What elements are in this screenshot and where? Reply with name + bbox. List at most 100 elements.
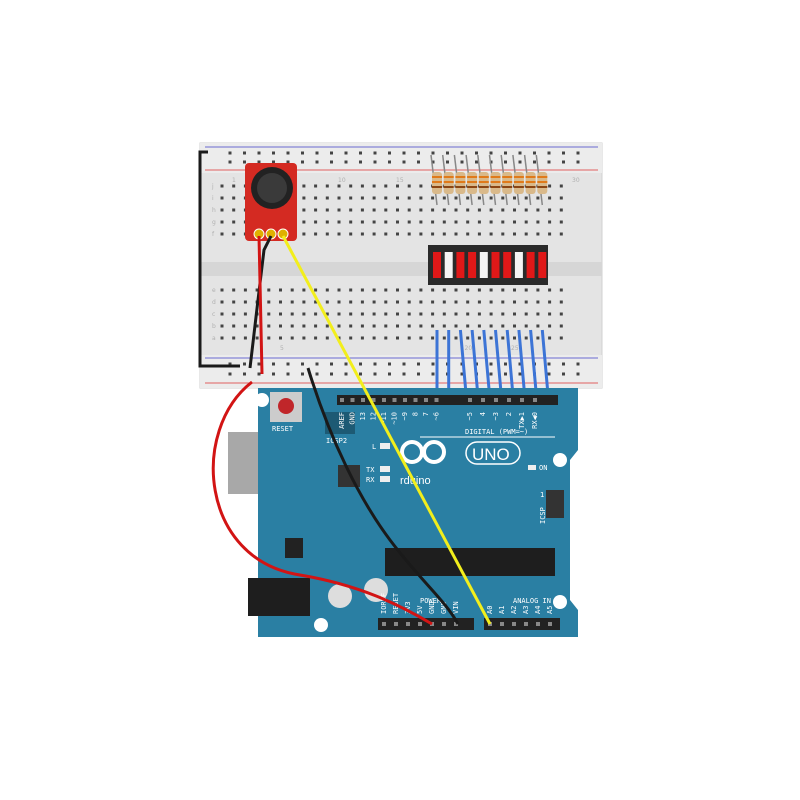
breadboard-hole: [384, 184, 388, 188]
breadboard-hole: [302, 324, 306, 328]
breadboard-hole: [536, 312, 540, 316]
rail-hole: [446, 151, 449, 155]
blue-wires[interactable]: [435, 329, 550, 399]
black-wire-gnd[interactable]: [306, 367, 460, 625]
breadboard-hole: [232, 184, 236, 188]
breadboard-hole: [337, 196, 341, 200]
wires[interactable]: [198, 150, 492, 626]
breadboard-hole: [419, 336, 423, 340]
breadboard-hole: [501, 220, 505, 224]
power-pin-label: IOREF: [380, 593, 388, 614]
resistor-band: [443, 181, 454, 183]
rail-hole: [562, 151, 565, 155]
breadboard-hole: [442, 336, 446, 340]
blue-wire[interactable]: [470, 329, 480, 399]
rail-hole: [489, 151, 493, 155]
breadboard-hole: [290, 300, 294, 304]
breadboard-hole: [372, 300, 376, 304]
breadboard-hole: [431, 208, 435, 212]
breadboard-hole: [524, 220, 528, 224]
rail-hole: [228, 160, 232, 164]
breadboard-hole: [454, 300, 458, 304]
breadboard-hole: [559, 324, 563, 328]
reset-label: RESET: [272, 425, 294, 433]
breadboard-hole: [477, 196, 481, 200]
breadboard-hole: [559, 220, 563, 224]
rail-hole: [286, 372, 290, 376]
breadboard-hole: [548, 312, 552, 316]
digital-pin-label: 8: [412, 412, 420, 416]
breadboard-hole: [349, 312, 353, 316]
power-pin-label: GND: [428, 601, 436, 614]
blue-wire[interactable]: [482, 329, 492, 399]
breadboard-hole: [290, 288, 294, 292]
breadboard-hole: [372, 312, 376, 316]
header-pin: [512, 622, 516, 626]
rail-hole: [286, 151, 290, 155]
microphone-module[interactable]: [245, 163, 297, 241]
resistor-band: [432, 181, 442, 183]
blue-wire[interactable]: [517, 329, 527, 399]
yellow-wire-a0[interactable]: [281, 235, 492, 625]
breadboard-hole: [466, 336, 470, 340]
breadboard-hole: [349, 324, 353, 328]
row-letter: h: [212, 207, 216, 214]
header-pin: [340, 398, 344, 402]
breadboard-hole: [396, 312, 399, 316]
digital-pin-label: ~9: [401, 412, 409, 420]
breadboard-hole: [536, 324, 540, 328]
red-wire-5v[interactable]: [211, 380, 433, 626]
header-pin: [392, 398, 397, 402]
rail-hole: [417, 362, 420, 366]
row-letter: b: [212, 323, 216, 330]
breadboard-hole: [302, 312, 306, 316]
blue-wire[interactable]: [458, 329, 468, 399]
breadboard-hole: [431, 300, 435, 304]
breadboard-hole: [302, 184, 306, 188]
breadboard-hole: [232, 196, 236, 200]
breadboard-hole: [501, 300, 505, 304]
breadboard-hole: [349, 232, 353, 236]
rail-hole: [402, 372, 406, 376]
breadboard-hole: [396, 336, 399, 340]
blue-wire[interactable]: [529, 329, 539, 399]
breadboard-hole: [559, 336, 563, 340]
resistor-band: [443, 176, 454, 178]
breadboard-hole: [454, 232, 458, 236]
rail-hole: [257, 160, 261, 164]
power-pin-label: 3V3: [404, 601, 412, 614]
row-letter: d: [212, 299, 216, 306]
rail-hole: [460, 151, 464, 155]
resistor-band: [490, 181, 501, 183]
breadboard-hole: [220, 196, 224, 200]
rail-hole: [272, 362, 275, 366]
breadboard-hole: [220, 336, 224, 340]
breadboard-hole: [513, 232, 516, 236]
rail-hole: [301, 372, 304, 376]
led-segment: [526, 252, 535, 278]
led-bar-graph[interactable]: [428, 245, 548, 285]
red-wire-mic-vcc[interactable]: [257, 235, 264, 375]
blue-wire[interactable]: [494, 329, 503, 399]
breadboard-hole: [337, 300, 341, 304]
rail-hole: [518, 372, 522, 376]
breadboard-hole: [524, 196, 528, 200]
black-wire-loop[interactable]: [198, 150, 240, 368]
rail-hole: [576, 362, 580, 366]
breadboard-hole: [279, 300, 282, 304]
row-letter: i: [212, 195, 214, 202]
rail-hole: [402, 362, 406, 366]
blue-wire[interactable]: [540, 329, 550, 399]
breadboard-hole: [302, 232, 306, 236]
breadboard-hole: [489, 336, 493, 340]
col-number: 15: [396, 177, 404, 184]
rail-hole: [344, 362, 348, 366]
rail-hole: [243, 160, 246, 164]
power-pin-label: VIN: [452, 601, 460, 614]
breadboard-hole: [360, 336, 364, 340]
blue-wire[interactable]: [505, 329, 515, 399]
rail-hole: [359, 372, 362, 376]
breadboard-hole: [431, 312, 435, 316]
rail-hole: [272, 160, 275, 164]
rail-hole: [344, 372, 348, 376]
